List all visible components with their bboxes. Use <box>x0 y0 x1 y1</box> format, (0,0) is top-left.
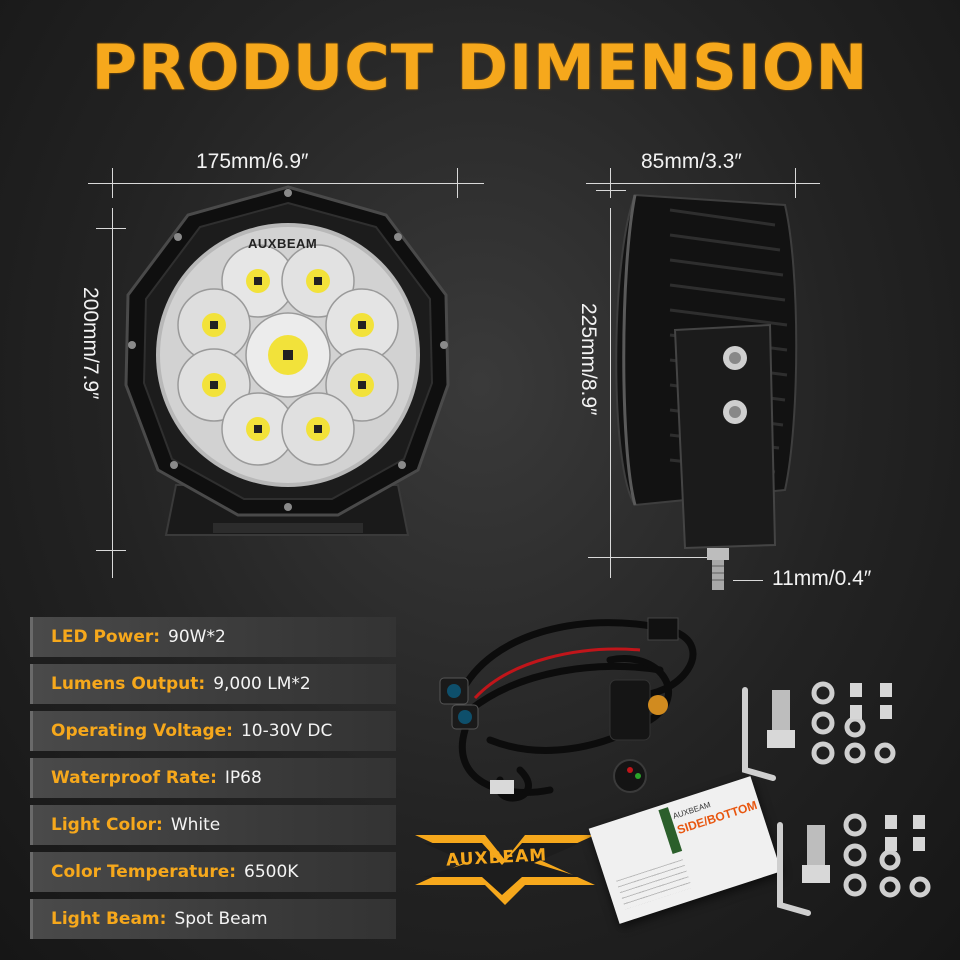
lamp-brand-label: AUXBEAM <box>248 236 318 251</box>
brand-logo-image <box>415 835 595 905</box>
spec-row-light-color: Light Color: White <box>30 805 396 845</box>
spec-value: 90W*2 <box>168 627 226 647</box>
spec-value: 9,000 LM*2 <box>213 674 311 694</box>
side-height-tick-top <box>596 190 626 191</box>
spec-row-lumens-output: Lumens Output: 9,000 LM*2 <box>30 664 396 704</box>
side-height-label: 225mm/8.9″ <box>577 303 600 416</box>
spec-label: Lumens Output: <box>51 674 206 694</box>
side-depth-tick-left <box>610 168 611 198</box>
front-width-tick-right <box>457 168 458 198</box>
spec-row-light-beam: Light Beam: Spot Beam <box>30 899 396 939</box>
manual-text-lines <box>616 859 692 910</box>
side-depth-tick-right <box>795 168 796 198</box>
front-lamp-image <box>124 185 450 536</box>
front-width-label: 175mm/6.9″ <box>196 150 309 173</box>
spec-panel: LED Power: 90W*2 Lumens Output: 9,000 LM… <box>30 617 396 946</box>
spec-row-operating-voltage: Operating Voltage: 10-30V DC <box>30 711 396 751</box>
front-width-tick-left <box>112 168 113 198</box>
spec-value: White <box>170 815 221 835</box>
side-lamp-image <box>615 193 798 590</box>
bolt-line <box>733 580 763 581</box>
mounting-hardware-image <box>742 681 931 916</box>
front-height-line <box>112 208 113 578</box>
spec-label: Color Temperature: <box>51 862 237 882</box>
side-depth-line <box>586 183 820 184</box>
page-title: PRODUCT DIMENSION <box>91 31 869 104</box>
spec-value: 6500K <box>244 862 299 882</box>
spec-value: Spot Beam <box>174 909 268 929</box>
bolt-length-label: 11mm/0.4″ <box>772 567 872 590</box>
wiring-harness-image <box>439 617 697 802</box>
spec-value: 10-30V DC <box>240 721 333 741</box>
spec-row-led-power: LED Power: 90W*2 <box>30 617 396 657</box>
spec-label: Light Beam: <box>51 909 167 929</box>
side-depth-label: 85mm/3.3″ <box>641 150 742 173</box>
spec-row-waterproof-rate: Waterproof Rate: IP68 <box>30 758 396 798</box>
front-width-line <box>88 183 484 184</box>
side-height-line <box>610 208 611 578</box>
side-height-tick-bottom <box>588 557 718 558</box>
front-height-tick-top <box>96 228 126 229</box>
spec-label: Operating Voltage: <box>51 721 233 741</box>
spec-label: Light Color: <box>51 815 163 835</box>
front-height-tick-bottom <box>96 550 126 551</box>
spec-label: Waterproof Rate: <box>51 768 217 788</box>
spec-row-color-temperature: Color Temperature: 6500K <box>30 852 396 892</box>
spec-label: LED Power: <box>51 627 161 647</box>
spec-value: IP68 <box>224 768 262 788</box>
front-height-label: 200mm/7.9″ <box>79 287 102 400</box>
